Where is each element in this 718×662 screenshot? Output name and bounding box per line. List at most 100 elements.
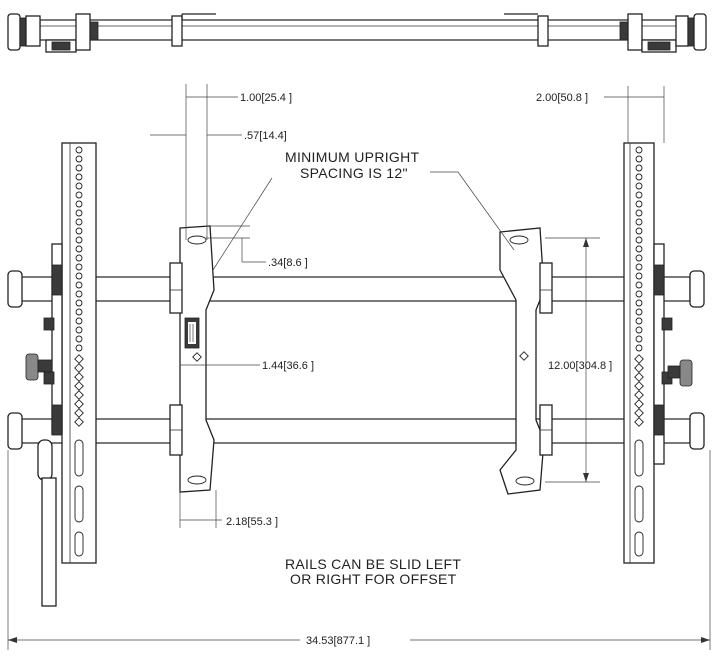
left-arm-hole: [75, 299, 83, 307]
right-arm-hole: [635, 254, 643, 262]
dim-12-00: 12.00[304.8 ]: [548, 360, 612, 372]
left-arm-hole: [75, 272, 83, 280]
left-arm-diamond-hole: [74, 381, 84, 391]
left-arm-diamond-hole: [74, 363, 84, 373]
left-arm-hole: [75, 281, 83, 289]
lower-rail: [17, 418, 691, 444]
right-arm-diamond-hole: [634, 399, 644, 409]
left-arm-diamond-hole: [74, 390, 84, 400]
left-arm-hole: [75, 146, 83, 154]
left-lower-bar: [41, 477, 57, 607]
dimension-labels: 1.00[25.4 ] .57[14.4] .34[8.6 ] 1.44[36.…: [226, 92, 612, 647]
left-arm-diamond-hole: [74, 354, 84, 364]
right-arm-hole: [635, 164, 643, 172]
right-arm-diamond-hole: [634, 363, 644, 373]
right-arm-hole: [635, 326, 643, 334]
upper-left-cap: [7, 270, 23, 308]
dim-1-44: 1.44[36.6 ]: [262, 360, 314, 372]
right-arm-hole: [635, 200, 643, 208]
right-arm-hole: [635, 218, 643, 226]
left-safety-strap: [37, 439, 53, 481]
left-arm-hole: [75, 317, 83, 325]
right-arm-hole: [635, 344, 643, 352]
note-upright-line2: SPACING IS 12": [300, 165, 408, 181]
top-view-rail: [39, 19, 689, 41]
left-tilt-knob: [25, 353, 39, 381]
left-arm-hole: [75, 227, 83, 235]
right-arm-hole: [635, 155, 643, 163]
left-arm-hole: [75, 164, 83, 172]
right-arm-hole: [635, 335, 643, 343]
left-arm-hole: [75, 344, 83, 352]
right-arm-diamond-hole: [634, 354, 644, 364]
dim-2-18: 2.18[55.3 ]: [226, 516, 278, 528]
top-view: [7, 13, 707, 53]
notes: MINIMUM UPRIGHT SPACING IS 12" RAILS CAN…: [285, 149, 461, 587]
left-arm-hole: [75, 218, 83, 226]
note-rails-line1: RAILS CAN BE SLID LEFT: [285, 556, 461, 572]
top-view-left-clip: [171, 15, 183, 47]
top-view-right-clip: [537, 15, 549, 47]
lower-right-cap: [689, 412, 705, 450]
right-arm-hole: [635, 290, 643, 298]
right-arm-hole: [635, 191, 643, 199]
right-arm-hole: [635, 182, 643, 190]
left-arm-hole: [75, 326, 83, 334]
right-arm-hole: [635, 209, 643, 217]
right-arm-diamond-hole: [634, 372, 644, 382]
left-arm-diamond-hole: [74, 372, 84, 382]
left-arm-hole: [75, 182, 83, 190]
right-arm-hole: [635, 173, 643, 181]
dim-0-34: .34[8.6 ]: [268, 257, 308, 269]
left-arm-hole: [75, 263, 83, 271]
left-arm-diamond-hole: [74, 408, 84, 418]
dimension-lines: [7, 84, 711, 650]
right-arm-diamond-hole: [634, 381, 644, 391]
right-arm-diamond-hole: [634, 390, 644, 400]
right-upright-bracket: [499, 227, 553, 495]
note-upright-line1: MINIMUM UPRIGHT: [285, 149, 420, 165]
right-arm-hole: [635, 227, 643, 235]
dim-0-57: .57[14.4]: [244, 130, 287, 142]
right-arm-hole: [635, 317, 643, 325]
left-arm-hole: [75, 191, 83, 199]
left-arm-hole: [75, 209, 83, 217]
right-vertical-arm: [623, 142, 693, 564]
right-arm-hole: [635, 245, 643, 253]
left-arm-hole: [75, 245, 83, 253]
left-vertical-arm: [25, 142, 97, 607]
left-arm-diamond-hole: [74, 417, 84, 427]
horizontal-rails: [7, 270, 705, 450]
right-arm-hole: [635, 272, 643, 280]
upper-rail: [17, 276, 691, 302]
right-arm-hole: [635, 146, 643, 154]
right-arm-diamond-hole: [634, 408, 644, 418]
left-arm-hole: [75, 200, 83, 208]
right-arm-hole: [635, 281, 643, 289]
top-view-left-cap: [7, 13, 21, 51]
left-arm-hole: [75, 254, 83, 262]
left-arm-hole: [75, 308, 83, 316]
dim-34-53: 34.53[877.1 ]: [306, 635, 370, 647]
right-arm-hole: [635, 308, 643, 316]
left-upright-bracket: [169, 225, 215, 493]
dim-1-00: 1.00[25.4 ]: [240, 92, 292, 104]
note-rails-line2: OR RIGHT FOR OFFSET: [290, 571, 457, 587]
right-arm-hole: [635, 299, 643, 307]
dim-2-00: 2.00[50.8 ]: [536, 92, 588, 104]
left-arm-hole: [75, 173, 83, 181]
left-arm-hole: [75, 155, 83, 163]
right-tilt-knob: [679, 359, 693, 387]
right-arm-diamond-hole: [634, 417, 644, 427]
upper-right-cap: [689, 270, 705, 308]
left-arm-diamond-hole: [74, 399, 84, 409]
right-arm-hole: [635, 236, 643, 244]
left-arm-hole: [75, 335, 83, 343]
lower-left-cap: [7, 412, 23, 450]
left-arm-hole: [75, 236, 83, 244]
left-arm-hole: [75, 290, 83, 298]
right-arm-hole: [635, 263, 643, 271]
top-view-right-cap: [693, 13, 707, 51]
